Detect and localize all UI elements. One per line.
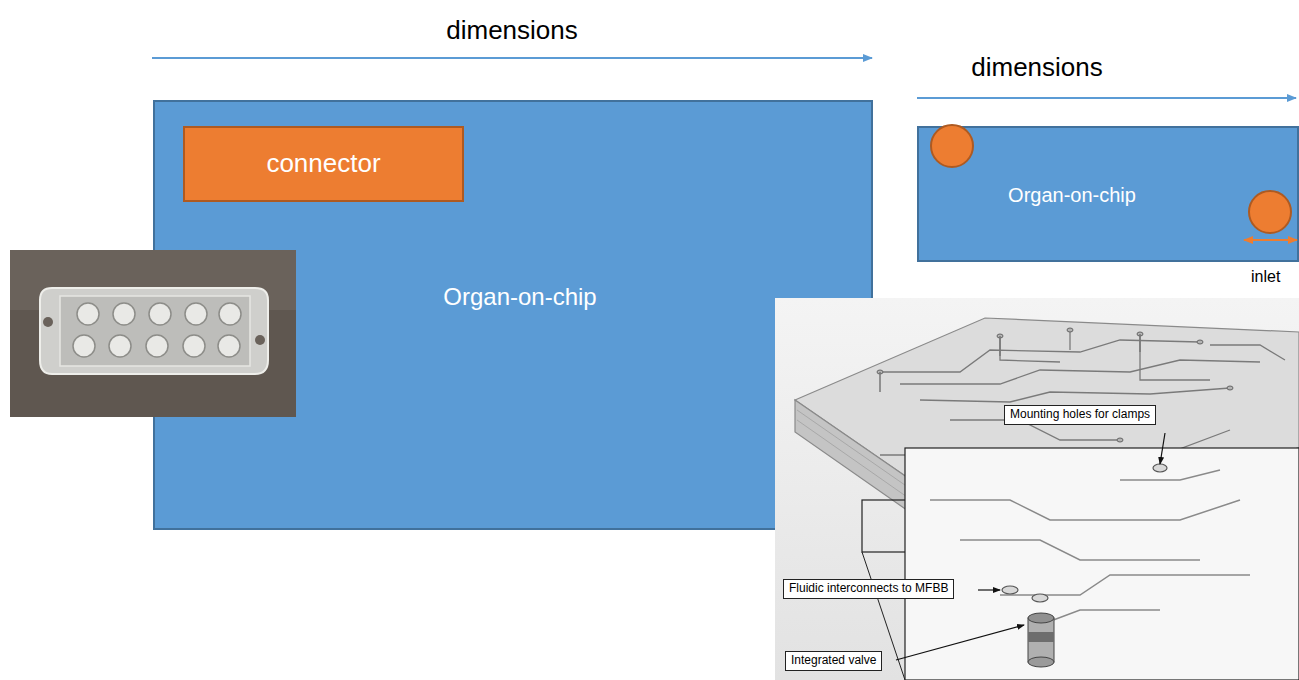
callout-label: Integrated valve bbox=[785, 651, 882, 671]
label-holder: Fluidic interconnects to MFBB bbox=[783, 578, 954, 599]
label-holder: dimensions bbox=[971, 53, 1103, 83]
dimension-label: dimensions bbox=[971, 53, 1103, 83]
node-text: Organ-on-chip bbox=[443, 283, 596, 311]
node-text: connector bbox=[266, 149, 380, 179]
dimension-arrow bbox=[917, 97, 1296, 99]
node-text: Organ-on-chip bbox=[1008, 184, 1136, 207]
dimension-label: dimensions bbox=[446, 16, 578, 46]
chip-box: Organ-on-chip bbox=[917, 126, 1299, 262]
label-holder: inlet bbox=[1251, 268, 1280, 286]
callout-label: Fluidic interconnects to MFBB bbox=[783, 579, 954, 599]
chip-photo bbox=[775, 298, 1299, 680]
label-holder: Mounting holes for clamps bbox=[1004, 404, 1156, 425]
connector-box: connector bbox=[183, 126, 464, 202]
inlet-dimension-arrow bbox=[1244, 239, 1297, 241]
port-circle bbox=[931, 125, 973, 167]
callout-label: Mounting holes for clamps bbox=[1004, 405, 1156, 425]
inlet-circle bbox=[1249, 191, 1291, 233]
label-holder: Integrated valve bbox=[785, 650, 882, 671]
valve-cylinder bbox=[1028, 613, 1054, 667]
dimension-arrow bbox=[152, 57, 872, 59]
inlet-label: inlet bbox=[1251, 268, 1280, 286]
connector-photo bbox=[10, 250, 296, 417]
label-holder: dimensions bbox=[446, 16, 578, 46]
